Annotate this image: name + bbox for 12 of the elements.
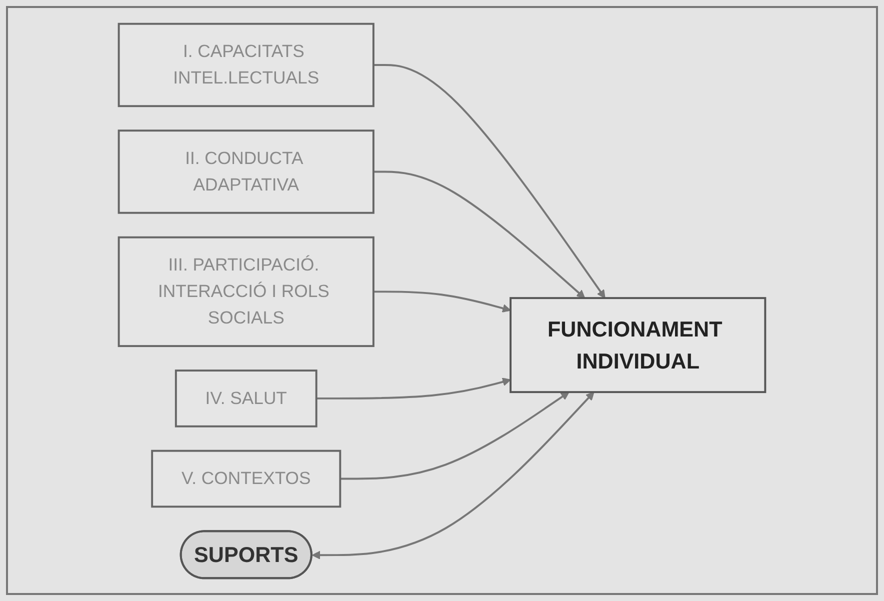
arrow [340, 391, 570, 480]
arrow [316, 377, 511, 399]
arrow [312, 391, 594, 559]
node-box: II. CONDUCTA ADAPTATIVA [118, 129, 374, 214]
node-box: IV. SALUT [174, 369, 318, 427]
arrow [373, 64, 606, 298]
node-box: III. PARTICIPACIÓ. INTERACCIÓ I ROLS SOCIALS [118, 236, 374, 347]
arrow [373, 290, 511, 312]
node-box: V. CONTEXTOS [151, 449, 342, 508]
node-box: I. CAPACITATS INTEL.LECTUALS [118, 22, 374, 107]
arrow [373, 170, 586, 298]
node-box: FUNCIONAMENT INDIVIDUAL [510, 296, 766, 393]
